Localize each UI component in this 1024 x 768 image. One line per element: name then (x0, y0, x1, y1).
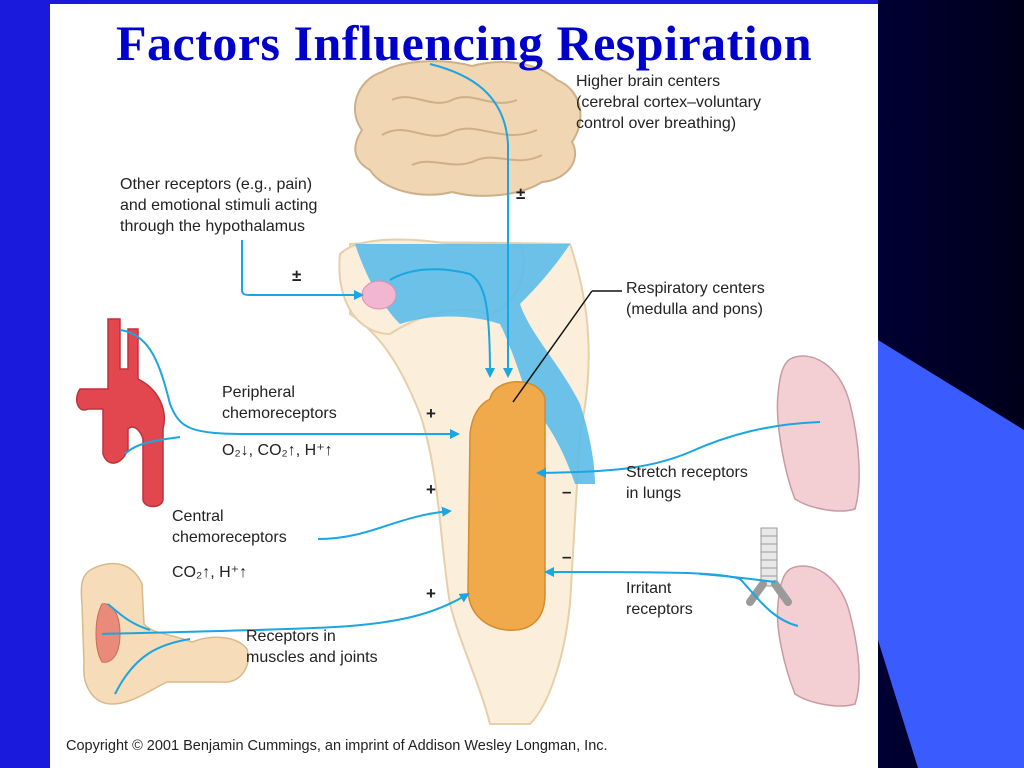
label-peripheral-chemoreceptors: Peripheral chemoreceptors (222, 384, 337, 422)
label-central-chemoreceptors: Central chemoreceptors (172, 508, 287, 546)
ventricle-region (355, 244, 595, 484)
label-peripheral-chem-values: O₂↓, CO₂↑, H⁺↑ (222, 442, 333, 459)
trachea (746, 527, 792, 606)
label-irritant-receptors: Irritant receptors (626, 580, 693, 618)
sign-irritant: – (562, 547, 572, 566)
label-respiratory-centers: Respiratory centers (medulla and pons) (626, 280, 765, 318)
arrow-other-receptors (241, 240, 364, 300)
arrow-stretch (536, 421, 821, 478)
sign-muscles: + (426, 584, 436, 603)
cerebral-brain (353, 60, 582, 197)
aortic-arch (76, 318, 165, 508)
arrow-muscles (101, 592, 470, 635)
label-muscle-receptors: Receptors in muscles and joints (246, 628, 378, 666)
sign-hypothalamus: ± (292, 266, 302, 285)
copyright-text: Copyright © 2001 Benjamin Cummings, an i… (66, 738, 608, 754)
label-stretch-receptors: Stretch receptors in lungs (626, 464, 748, 502)
right-decorative-shape (878, 340, 1024, 768)
slide: Factors Influencing Respiration Higher b… (50, 4, 878, 768)
sign-stretch: – (562, 482, 572, 501)
sign-peripheral: + (426, 404, 436, 423)
respiration-diagram (76, 60, 860, 725)
lung-lower (776, 565, 860, 707)
label-higher-brain-centers: Higher brain centers (cerebral cortex–vo… (576, 73, 761, 132)
respiratory-center-capsule (467, 381, 546, 631)
lung-upper (776, 355, 860, 512)
left-blue-border (0, 0, 50, 768)
arrow-higher-brain (429, 63, 513, 378)
sign-central: + (426, 480, 436, 499)
label-other-receptors: Other receptors (e.g., pain) and emotion… (120, 176, 318, 235)
arrow-hypothalamus-loop (389, 268, 495, 378)
hypothalamus-spot (361, 280, 397, 310)
arrow-central (317, 506, 452, 540)
slide-title: Factors Influencing Respiration (115, 15, 813, 71)
arrow-peripheral (119, 329, 460, 439)
sign-higher-brain: ± (516, 184, 526, 203)
leader-respiratory-centers (512, 290, 593, 403)
label-central-chem-values: CO₂↑, H⁺↑ (172, 564, 248, 581)
